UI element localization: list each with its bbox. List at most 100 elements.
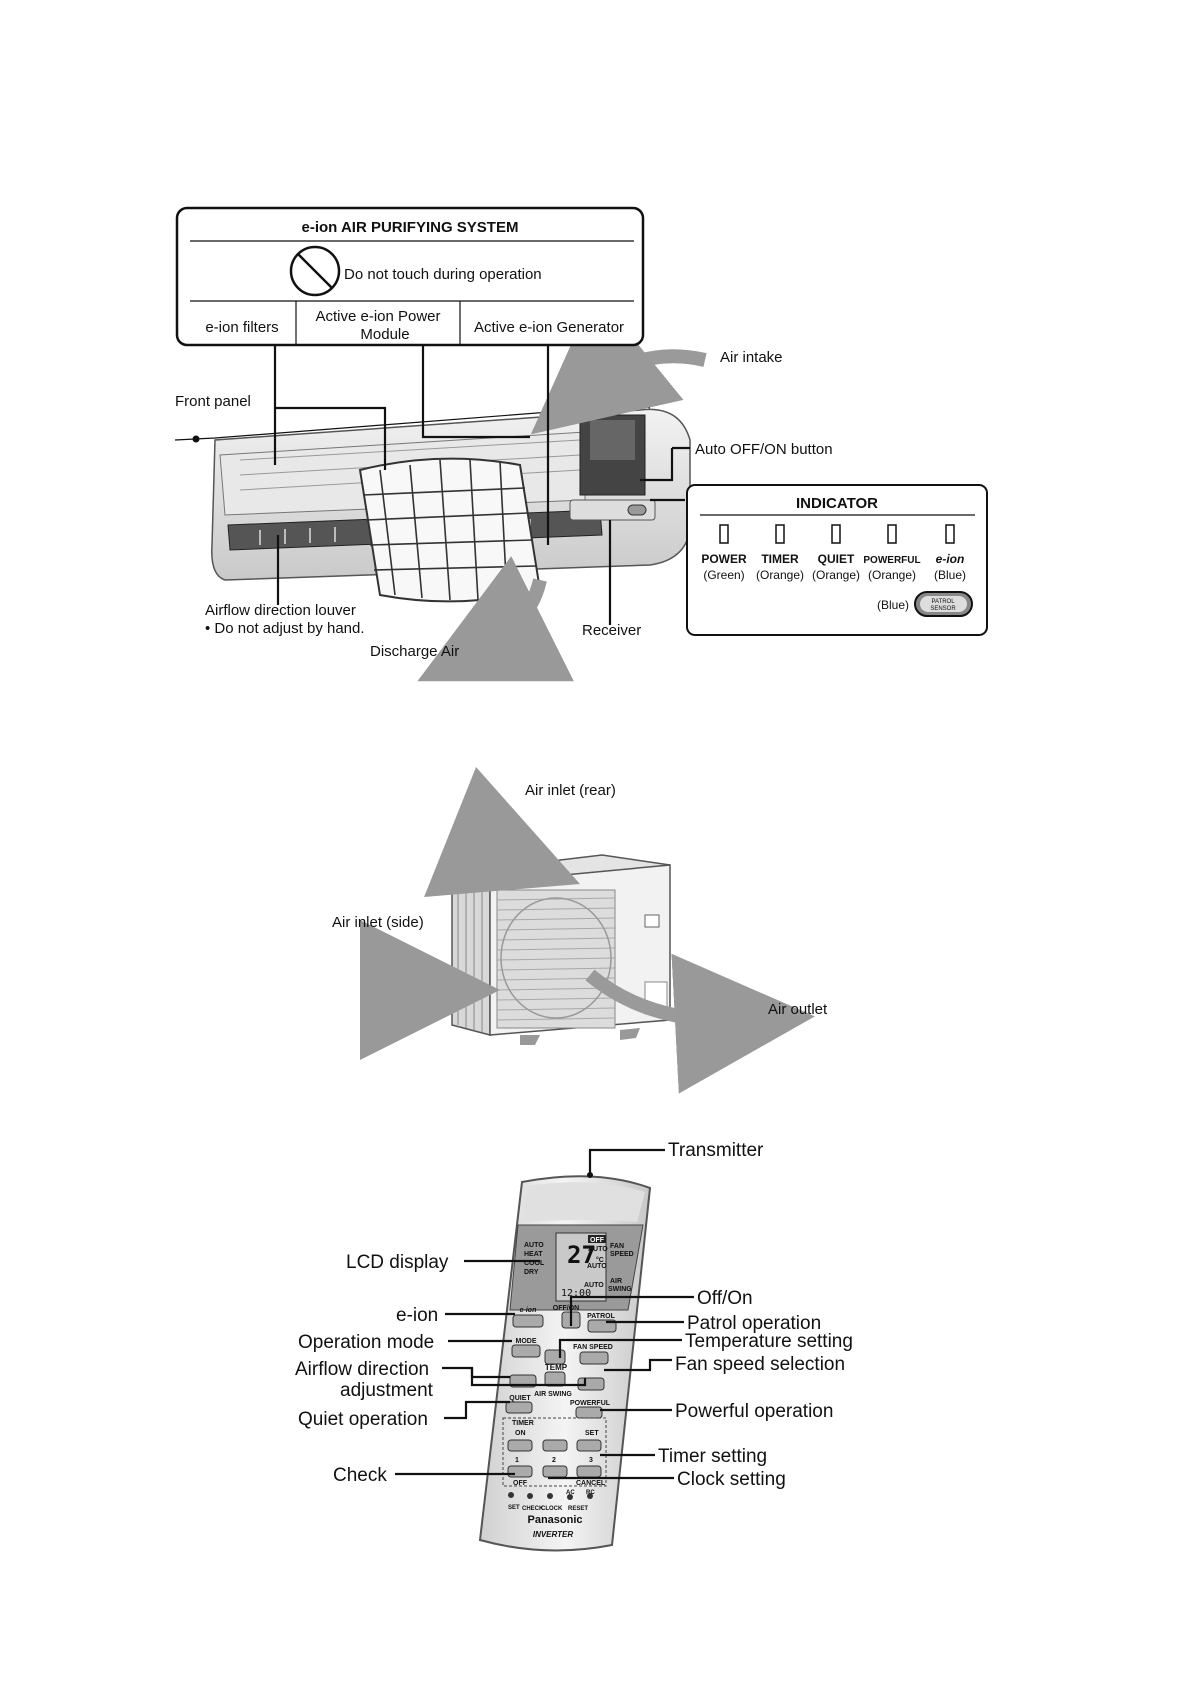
timer-on-label: ON	[515, 1430, 526, 1437]
eion-box-title: e-ion AIR PURIFYING SYSTEM	[302, 219, 519, 236]
quiet-remote-button[interactable]	[505, 1401, 533, 1414]
pin-reset-label: RESET	[568, 1506, 588, 1512]
timer-set-button[interactable]	[576, 1439, 602, 1452]
timer-set-label: SET	[585, 1430, 599, 1437]
discharge-air-arrow	[417, 556, 574, 682]
mode-remote-button[interactable]	[511, 1344, 541, 1358]
louver-label-1: Airflow direction louver	[205, 602, 356, 619]
set-pin-button[interactable]	[508, 1492, 514, 1498]
lcd-display-label: LCD display	[346, 1252, 449, 1273]
air-inlet-rear-arrow	[423, 766, 580, 897]
no-touch-icon	[289, 245, 341, 297]
lcd-swing-text-1: AIR	[610, 1278, 622, 1285]
offon-button-label: OFF/ON	[553, 1305, 579, 1312]
patrol-sensor-badge: PATROL SENSOR	[914, 591, 973, 617]
patrol-color: (Blue)	[877, 598, 909, 612]
powerful-operation-label: Powerful operation	[675, 1401, 833, 1422]
power-module-label-2: Module	[360, 326, 409, 343]
quiet-button-label: QUIET	[509, 1395, 531, 1402]
temperature-setting-label: Temperature setting	[685, 1331, 853, 1352]
indicator-color-quiet: (Orange)	[812, 568, 860, 582]
brand-logo: Panasonic	[527, 1514, 582, 1526]
timer-off-label: OFF	[513, 1480, 528, 1487]
lcd-swing-auto: AUTO	[584, 1282, 604, 1289]
remote-leader-lines	[395, 1148, 694, 1480]
timer-block	[502, 1417, 607, 1487]
clock-setting-label: Clock setting	[677, 1469, 786, 1490]
air-intake-arrow	[530, 291, 707, 435]
air-inlet-side-label: Air inlet (side)	[332, 914, 424, 931]
eion-filters-label: e-ion filters	[205, 319, 278, 336]
indicator-lamps	[719, 524, 955, 544]
check-label: Check	[333, 1465, 387, 1486]
timer-up-button[interactable]	[542, 1439, 568, 1452]
auto-button-label: Auto OFF/ON button	[695, 441, 833, 458]
lcd-temperature: 27	[567, 1241, 596, 1269]
transmitter-label: Transmitter	[668, 1140, 764, 1161]
lcd-off: OFF	[590, 1237, 605, 1244]
temp-up-button[interactable]	[544, 1349, 566, 1365]
quiet-operation-label: Quiet operation	[298, 1409, 428, 1430]
num-1: 1	[515, 1457, 519, 1464]
indicator-title: INDICATOR	[796, 495, 878, 512]
eion-box-warning: Do not touch during operation	[344, 266, 542, 283]
indicator-name-quiet: QUIET	[818, 552, 855, 566]
airflow-direction-label-2: adjustment	[340, 1380, 434, 1401]
rc-pin-button[interactable]	[587, 1493, 593, 1499]
eion-remote-button[interactable]	[512, 1314, 544, 1328]
airswing-button-label: AIR SWING	[534, 1391, 572, 1398]
air-outlet-arrow	[585, 953, 815, 1094]
power-module-label-1: Active e-ion Power	[315, 308, 440, 325]
check-pin-button[interactable]	[527, 1493, 533, 1499]
lcd-unit: °C	[596, 1256, 604, 1264]
discharge-air-label: Discharge Air	[370, 643, 459, 660]
fan-speed-selection-label: Fan speed selection	[675, 1354, 845, 1375]
eion-filter-illustration	[358, 457, 542, 603]
fanspeed-button-label: FAN SPEED	[573, 1344, 613, 1351]
air-outlet-label: Air outlet	[768, 1001, 828, 1018]
powerful-remote-button[interactable]	[575, 1406, 603, 1419]
pin-check-label: CHECK	[522, 1506, 544, 1512]
pin-ac-label: AC	[566, 1490, 575, 1496]
inverter-logo: INVERTER	[533, 1530, 574, 1539]
timer-down-button[interactable]	[542, 1465, 568, 1478]
front-panel-label: Front panel	[175, 393, 251, 410]
patrol-button-label: PATROL	[587, 1313, 615, 1320]
eion-button-label: e-ion	[520, 1307, 537, 1314]
clock-pin-button[interactable]	[547, 1493, 553, 1499]
indicator-name-power: POWER	[701, 552, 747, 566]
indicator-name-powerful: POWERFUL	[863, 555, 920, 566]
timer-setting-label: Timer setting	[658, 1446, 767, 1467]
mode-button-label: MODE	[516, 1338, 537, 1345]
timer-cancel-label: CANCEL	[576, 1480, 606, 1487]
indoor-unit-diagram: e-ion AIR PURIFYING SYSTEM Do not touch …	[174, 206, 988, 682]
timer-cancel-button[interactable]	[576, 1465, 602, 1478]
indicator-name-timer: TIMER	[761, 552, 799, 566]
lcd-mode-auto: AUTO	[524, 1242, 544, 1249]
eion-system-box: e-ion AIR PURIFYING SYSTEM Do not touch …	[175, 206, 645, 347]
powerful-button-label: POWERFUL	[570, 1400, 611, 1407]
lcd-fan-auto: AUTO	[588, 1246, 608, 1253]
louver-label-2: • Do not adjust by hand.	[205, 620, 365, 637]
fanspeed-remote-button[interactable]	[579, 1351, 609, 1365]
receiver-label: Receiver	[582, 622, 641, 639]
ac-pin-button[interactable]	[567, 1494, 573, 1500]
outdoor-unit-illustration	[451, 854, 671, 1045]
indoor-leader-lines	[273, 345, 685, 625]
lcd-auto2: AUTO	[587, 1263, 607, 1270]
operation-mode-label: Operation mode	[298, 1332, 434, 1353]
pin-clock-label: CLOCK	[541, 1506, 563, 1512]
indicator-name-eion: e-ion	[936, 552, 965, 566]
indicator-panel: INDICATOR POWER TIMER QUIET POWERFUL e-i…	[686, 484, 988, 636]
air-inlet-rear-label: Air inlet (rear)	[525, 782, 616, 799]
remote-control-diagram: AUTO HEAT COOL DRY 27 °C OFF AUTO AUTO A…	[295, 1140, 853, 1552]
pin-rc-label: RC	[586, 1490, 595, 1496]
timer-label: TIMER	[512, 1420, 534, 1427]
patrol-sensor-text-1: PATROL	[931, 599, 955, 605]
timer-off-button[interactable]	[507, 1465, 533, 1478]
pin-set-label: SET	[508, 1505, 520, 1511]
temp-button-label: TEMP	[545, 1363, 568, 1372]
remote-control-illustration: AUTO HEAT COOL DRY 27 °C OFF AUTO AUTO A…	[478, 1175, 652, 1552]
timer-on-button[interactable]	[507, 1439, 533, 1452]
